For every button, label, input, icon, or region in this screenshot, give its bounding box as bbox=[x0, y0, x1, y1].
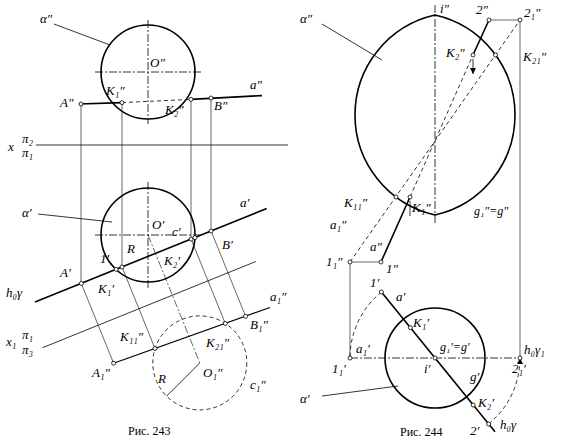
point-label: g′ bbox=[470, 370, 479, 384]
point-label: i′ bbox=[424, 362, 430, 376]
point-label: g₁′=g′ bbox=[440, 340, 470, 354]
point-label: a₁″ bbox=[270, 290, 286, 304]
point-label: K₂₁″ bbox=[206, 336, 229, 350]
point-label: α′ bbox=[22, 206, 32, 220]
point-label: K₂″ bbox=[165, 103, 184, 117]
point-label: a′ bbox=[240, 196, 249, 210]
point-label: O′ bbox=[152, 218, 164, 232]
point-label: K₁′ bbox=[98, 282, 114, 296]
point-label: 1′ bbox=[370, 276, 379, 290]
point-label: K₂′ bbox=[478, 396, 494, 410]
figure-caption: Рис. 243 bbox=[128, 424, 170, 438]
point-label: a₁′ bbox=[356, 342, 370, 356]
point-label: A′ bbox=[60, 266, 71, 280]
point-label: 1₁″ bbox=[326, 255, 342, 269]
point-label: g₁″=g″ bbox=[474, 204, 508, 218]
point-label: R bbox=[127, 242, 135, 256]
point-label: R bbox=[158, 372, 166, 386]
point-label: B₁″ bbox=[250, 318, 268, 332]
point-label: B′ bbox=[222, 238, 233, 252]
point-label: 1″ bbox=[386, 262, 398, 276]
point-label: π₂ bbox=[22, 132, 33, 146]
point-label: 1′ bbox=[100, 252, 109, 266]
point-label: K₂₁″ bbox=[523, 50, 546, 64]
point-label: a″ bbox=[370, 240, 382, 254]
point-label: K₁″ bbox=[412, 201, 431, 215]
point-label: π₃ bbox=[22, 343, 33, 357]
point-label: 2″ bbox=[476, 3, 488, 17]
point-label: x₁ bbox=[6, 335, 16, 349]
point-label: i″ bbox=[440, 2, 449, 16]
point-label: π₁ bbox=[22, 146, 33, 160]
point-label: h₀γ bbox=[500, 418, 516, 432]
point-label: a₁″ bbox=[330, 218, 346, 232]
point-label: h₀γ₁ bbox=[524, 343, 545, 357]
point-label: K₂′ bbox=[164, 254, 180, 268]
point-label: A₁″ bbox=[92, 366, 110, 380]
point-label: A″ bbox=[60, 96, 73, 110]
point-label: 2₁″ bbox=[524, 6, 540, 20]
point-label: K₁₁″ bbox=[120, 330, 143, 344]
point-label: c′ bbox=[172, 225, 181, 239]
point-label: B″ bbox=[214, 99, 227, 113]
point-label: α″ bbox=[300, 12, 312, 26]
point-label: α″ bbox=[40, 12, 52, 26]
point-label: c₁″ bbox=[250, 378, 266, 392]
point-label: a″ bbox=[250, 78, 262, 92]
point-label: h₀γ bbox=[6, 286, 22, 300]
point-label: K₁″ bbox=[106, 84, 125, 98]
point-label: O₁″ bbox=[203, 366, 222, 380]
point-label: 1₁′ bbox=[332, 362, 346, 376]
point-label: 2′ bbox=[470, 424, 479, 438]
point-label: α′ bbox=[300, 392, 310, 406]
point-label: x bbox=[8, 140, 14, 154]
point-label: 2₁′ bbox=[512, 362, 526, 376]
point-label: K₁₁″ bbox=[344, 196, 367, 210]
point-label: O″ bbox=[150, 56, 165, 70]
figure-caption: Рис. 244 bbox=[400, 425, 442, 439]
point-label: a′ bbox=[396, 290, 405, 304]
point-label: K₁′ bbox=[413, 316, 429, 330]
point-label: K₂″ bbox=[446, 46, 465, 60]
point-label: π₁ bbox=[22, 328, 33, 342]
